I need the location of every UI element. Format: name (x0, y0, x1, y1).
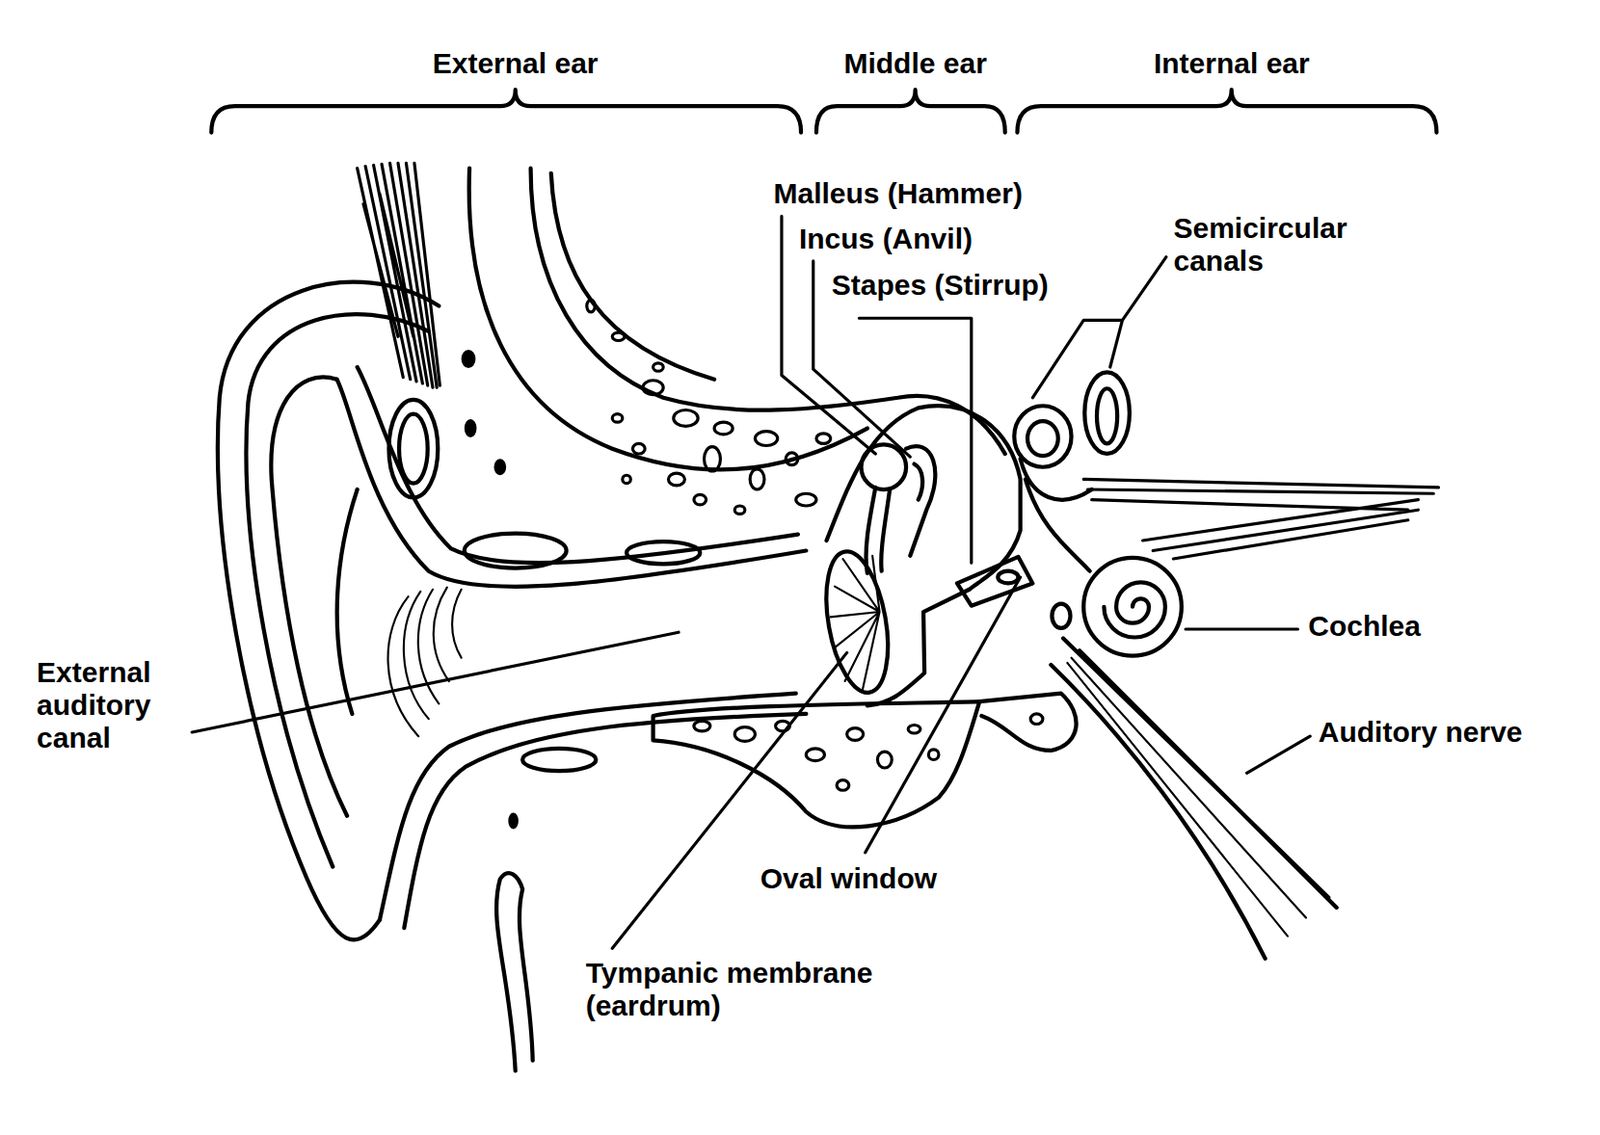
pinna-outline (217, 282, 439, 941)
semicircular-canal (1084, 372, 1130, 454)
part-label: Semicircular canals (1173, 212, 1408, 278)
antihelix (337, 489, 358, 715)
semicircular-canal (1096, 388, 1118, 444)
hair-hatching (357, 162, 441, 388)
auditory-nerve (1066, 658, 1307, 937)
part-label: Stapes (Stirrup) (831, 268, 1049, 302)
stapes (957, 557, 1033, 607)
cochlea (1103, 582, 1166, 638)
part-label: Malleus (Hammer) (773, 177, 1022, 211)
tympanic-membrane (830, 556, 880, 693)
vestibule (1020, 458, 1093, 571)
leader-line (191, 632, 679, 733)
bone-cavity (522, 748, 596, 772)
jaw-outline (496, 873, 534, 1071)
leader-lines (191, 215, 1310, 949)
part-label: Auditory nerve (1318, 716, 1523, 749)
section-heading: External ear (432, 47, 599, 80)
canal-wall (379, 693, 797, 921)
temporal-bone (979, 693, 1076, 751)
bone-cavity (464, 533, 567, 569)
temporal-bone (531, 168, 1006, 454)
bone-texture (461, 349, 519, 829)
semicircular-canal (1013, 405, 1071, 468)
malleus (865, 487, 890, 574)
malleus (861, 444, 907, 490)
canal-wall (403, 714, 806, 929)
section-bracket (211, 89, 801, 133)
incus (906, 446, 935, 557)
part-label: Tympanic membrane (eardrum) (586, 957, 964, 1023)
leader-line (865, 577, 1021, 854)
concha-shading (388, 587, 462, 738)
section-heading: Internal ear (1153, 47, 1310, 80)
bone-cavity (388, 400, 438, 499)
section-heading: Middle ear (843, 47, 987, 80)
leader-line (858, 318, 971, 563)
temporal-bone (469, 168, 868, 471)
bone-texture (586, 299, 831, 514)
oval-window (1051, 604, 1070, 629)
leader-line (612, 652, 847, 949)
part-label: Incus (Anvil) (799, 222, 973, 256)
bone-cavity (399, 414, 428, 484)
part-label: External auditory canal (36, 656, 190, 756)
cochlea (1083, 558, 1182, 657)
stapes (997, 571, 1018, 585)
leader-line (1032, 257, 1167, 399)
temporal-bone (551, 173, 715, 380)
pinna-outline (246, 314, 429, 867)
leader-line (1185, 627, 1298, 631)
section-bracket (1016, 89, 1437, 133)
bone-cavity (626, 541, 700, 564)
canal-wall (357, 367, 799, 563)
part-label: Cochlea (1307, 610, 1421, 643)
semicircular-canal (1027, 421, 1059, 456)
section-bracket (816, 89, 1006, 133)
vestibular-nerve (1083, 479, 1439, 560)
auditory-nerve (1050, 639, 1336, 960)
part-label: Oval window (760, 862, 937, 896)
leader-line (1247, 736, 1311, 774)
